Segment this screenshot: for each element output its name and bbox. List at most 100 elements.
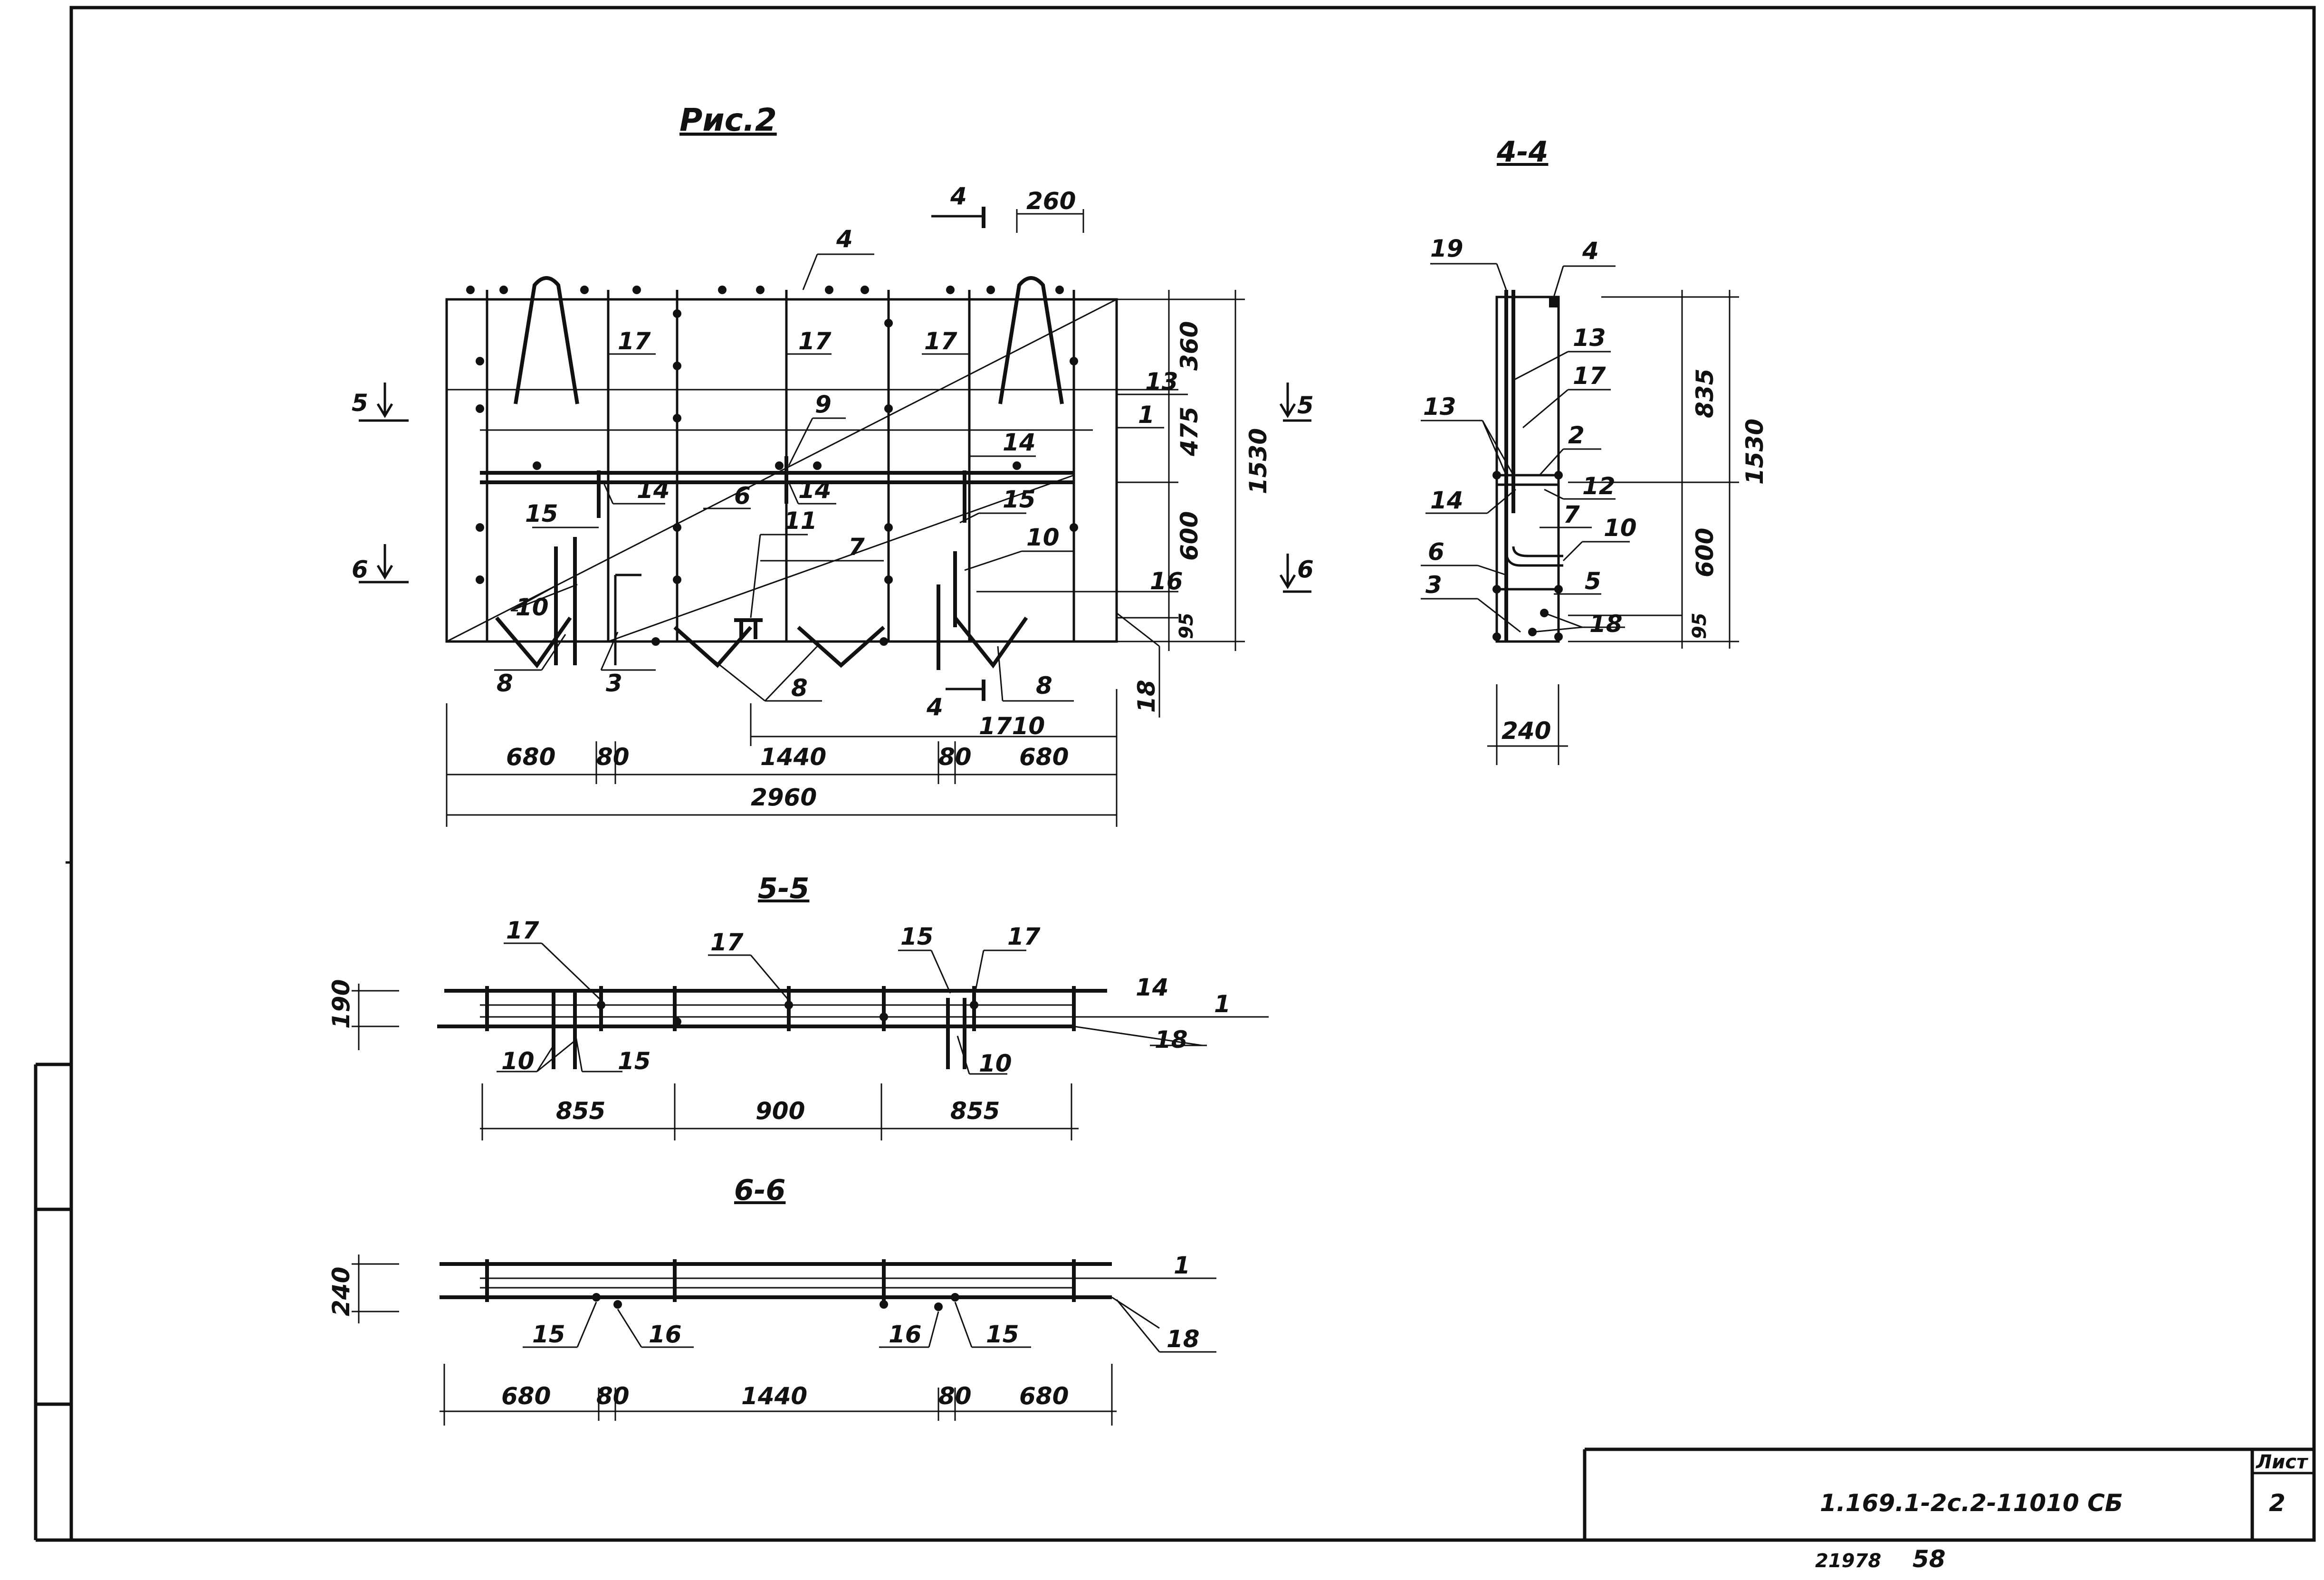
pos-9: 9 bbox=[815, 391, 832, 418]
s44-pos-18: 18 bbox=[1589, 610, 1623, 638]
dim-80-right: 80 bbox=[938, 743, 972, 771]
s66-posts bbox=[485, 1259, 1076, 1302]
dim-2960: 2960 bbox=[751, 784, 817, 811]
s44-pos-12: 12 bbox=[1582, 472, 1616, 500]
s55-pos-17-a: 17 bbox=[506, 917, 539, 944]
section-title-6-6: 6-6 bbox=[734, 1174, 785, 1207]
cut-mark-5-left: 5 bbox=[352, 389, 368, 417]
dim-1440: 1440 bbox=[760, 743, 826, 771]
dim-1530: 1530 bbox=[1244, 428, 1272, 494]
pos-10-a: 10 bbox=[1026, 524, 1060, 551]
cut-mark-6-left: 6 bbox=[352, 555, 368, 583]
pos-17-c: 17 bbox=[924, 327, 957, 355]
pos-14-b: 14 bbox=[637, 476, 670, 504]
dim-240-s44: 240 bbox=[1502, 717, 1551, 745]
dim-360: 360 bbox=[1176, 321, 1203, 371]
section-5-5: 5-5 190 85 bbox=[327, 872, 1269, 1140]
pos-11: 11 bbox=[784, 507, 817, 535]
s44-pos-3: 3 bbox=[1425, 571, 1442, 599]
document-code: 1.169.1-2с.2-11010 СБ bbox=[1820, 1489, 2123, 1517]
dim-680-right-s66: 680 bbox=[1019, 1382, 1069, 1410]
dim-95-s44: 95 bbox=[1689, 613, 1711, 639]
pos-7: 7 bbox=[848, 533, 865, 561]
s66-pos-18: 18 bbox=[1167, 1325, 1200, 1353]
s44-pos-4: 4 bbox=[1582, 237, 1599, 265]
pos-17-b: 17 bbox=[798, 327, 832, 355]
dim-80-left: 80 bbox=[596, 743, 630, 771]
s44-pos-10: 10 bbox=[1604, 514, 1637, 542]
s44-pos-5: 5 bbox=[1585, 567, 1601, 595]
s55-pos-18: 18 bbox=[1155, 1026, 1188, 1053]
s44-pos-14: 14 bbox=[1430, 487, 1463, 514]
dim-600: 600 bbox=[1176, 511, 1203, 561]
pos-14-c: 14 bbox=[798, 476, 832, 504]
pos-8-b: 8 bbox=[791, 674, 808, 702]
s44-pos-19: 19 bbox=[1430, 235, 1463, 262]
pos-6: 6 bbox=[734, 482, 751, 509]
s55-pos-14: 14 bbox=[1136, 974, 1169, 1001]
pos-8-a: 8 bbox=[497, 670, 513, 697]
cut-mark-4-bottom: 4 bbox=[926, 693, 943, 721]
pos-14-a: 14 bbox=[1003, 429, 1036, 456]
dim-1440-s66: 1440 bbox=[741, 1382, 807, 1410]
page-number: 58 bbox=[1913, 1545, 1946, 1573]
dim-260: 260 bbox=[1026, 187, 1076, 215]
s66-pos-1: 1 bbox=[1174, 1252, 1190, 1279]
sheet-label: Лист bbox=[2256, 1451, 2309, 1473]
dim-855-right: 855 bbox=[950, 1097, 1000, 1125]
dim-680-left-s66: 680 bbox=[501, 1382, 551, 1410]
dim-900: 900 bbox=[756, 1097, 805, 1125]
dim-80-left-s66: 80 bbox=[596, 1382, 630, 1410]
section-4-4: 4-4 835 1530 600 95 240 19 bbox=[1421, 135, 1769, 765]
s55-pos-1: 1 bbox=[1214, 990, 1231, 1018]
pos-1: 1 bbox=[1138, 401, 1155, 429]
section-cut-markers: 4 4 5 5 6 6 bbox=[352, 182, 1314, 721]
dim-1710: 1710 bbox=[979, 712, 1045, 740]
sheet-frame bbox=[34, 6, 2316, 1542]
pos-8-c: 8 bbox=[1036, 672, 1052, 699]
s44-pos-13-a: 13 bbox=[1573, 324, 1606, 352]
pos-4: 4 bbox=[836, 225, 853, 253]
dim-680-right: 680 bbox=[1019, 743, 1069, 771]
section-title-5-5: 5-5 bbox=[758, 872, 809, 905]
s55-pos-10-left: 10 bbox=[501, 1047, 535, 1075]
dim-190: 190 bbox=[327, 979, 355, 1029]
pos-3: 3 bbox=[606, 670, 622, 697]
s55-pos-17-b: 17 bbox=[710, 929, 744, 956]
pos-13: 13 bbox=[1145, 368, 1178, 395]
s44-pos-13-b: 13 bbox=[1423, 393, 1456, 421]
section-6-6: 6-6 240 680 80 1440 80 680 bbox=[327, 1174, 1216, 1426]
s44-pos-17: 17 bbox=[1573, 362, 1606, 390]
s66-pos-16-right: 16 bbox=[889, 1321, 922, 1348]
elevation-view: 360 475 600 95 1530 1710 680 80 1440 80 … bbox=[352, 182, 1314, 827]
title-block: 1.169.1-2с.2-11010 СБ Лист 2 21978 58 bbox=[1583, 1447, 2314, 1573]
s44-pos-7: 7 bbox=[1563, 501, 1580, 528]
dim-855-left: 855 bbox=[556, 1097, 605, 1125]
cut-mark-4-top: 4 bbox=[950, 182, 967, 210]
figure-title: Рис.2 bbox=[679, 102, 777, 138]
sheet-number: 2 bbox=[2269, 1489, 2286, 1517]
s55-pos-15-top: 15 bbox=[900, 923, 934, 950]
dim-600-s44: 600 bbox=[1691, 528, 1719, 577]
s55-pos-15-bottom: 15 bbox=[618, 1047, 651, 1075]
elevation-dimensions-right: 360 475 600 95 1530 bbox=[1117, 290, 1272, 651]
dim-680-left: 680 bbox=[506, 743, 555, 771]
pos-17-a: 17 bbox=[618, 327, 651, 355]
dim-240-s66: 240 bbox=[327, 1267, 355, 1316]
s66-pos-15-left: 15 bbox=[532, 1321, 565, 1348]
s44-pos-6: 6 bbox=[1428, 538, 1444, 565]
elevation-dimensions-bottom: 1710 680 80 1440 80 680 2960 260 bbox=[446, 187, 1118, 827]
archive-number: 21978 bbox=[1815, 1550, 1881, 1572]
dim-1530-s44: 1530 bbox=[1741, 419, 1769, 485]
dim-80-right-s66: 80 bbox=[938, 1382, 972, 1410]
rebar-dots bbox=[466, 286, 1078, 646]
section-title-4-4: 4-4 bbox=[1496, 135, 1548, 169]
pos-18: 18 bbox=[1133, 680, 1160, 713]
cut-mark-5-right: 5 bbox=[1297, 392, 1314, 419]
dim-475: 475 bbox=[1176, 407, 1203, 457]
pos-15-b: 15 bbox=[1003, 486, 1036, 513]
s55-pos-17-c: 17 bbox=[1007, 923, 1041, 950]
pos-15-a: 15 bbox=[525, 500, 558, 527]
cut-mark-6-right: 6 bbox=[1297, 555, 1314, 583]
